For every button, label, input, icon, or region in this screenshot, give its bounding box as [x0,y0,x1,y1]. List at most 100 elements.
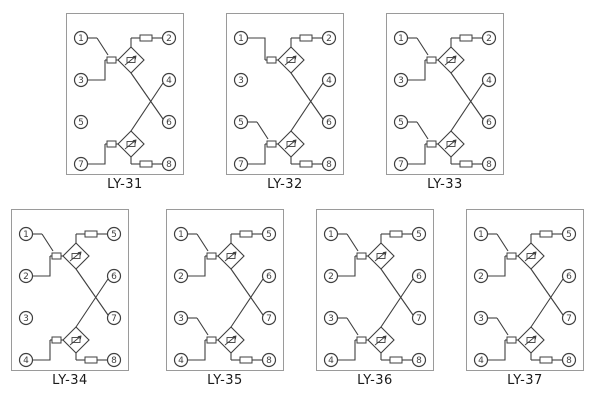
terminal: 6 [321,114,337,130]
wire [487,340,506,361]
svg-text:3: 3 [238,76,244,86]
svg-text:8: 8 [416,356,422,366]
terminal: 3 [73,72,89,88]
resistor-icon [139,160,153,168]
svg-text:5: 5 [266,230,272,240]
svg-text:7: 7 [266,314,272,324]
wire [450,82,484,132]
rectifier-bridge-icon [117,130,145,158]
resistor-icon [106,56,117,64]
svg-text:5: 5 [398,118,404,128]
resistor-icon [539,230,553,238]
wire [130,82,164,132]
terminal: 7 [106,310,122,326]
terminal: 7 [233,156,249,172]
switch-contact-icon [87,37,109,56]
switch-contact-icon [32,233,54,252]
svg-text:7: 7 [111,314,117,324]
rectifier-bridge-icon [217,242,245,270]
wire [247,37,266,60]
switch-contact-icon [487,233,509,252]
resistor-icon [389,356,403,364]
resistor-icon [426,56,437,64]
resistor-icon [506,336,517,344]
terminal: 2 [473,268,489,284]
wire [416,121,429,140]
wire [96,37,109,56]
svg-text:3: 3 [78,76,84,86]
svg-text:7: 7 [416,314,422,324]
switch-contact-icon [337,233,359,252]
terminal: 1 [473,226,489,242]
svg-text:1: 1 [398,34,404,44]
wire [337,256,356,277]
resistor-icon [389,230,403,238]
switch-contact-icon [247,121,269,140]
svg-text:2: 2 [326,34,332,44]
switch-contact-icon [487,317,509,336]
wire [230,268,264,316]
terminal: 6 [261,268,277,284]
svg-text:6: 6 [416,272,422,282]
svg-text:1: 1 [328,230,334,240]
svg-text:6: 6 [166,118,172,128]
terminal: 8 [411,352,427,368]
wire [337,340,356,361]
svg-text:7: 7 [238,160,244,170]
resistor-icon [266,140,277,148]
svg-text:8: 8 [266,356,272,366]
terminal: 1 [73,30,89,46]
svg-text:3: 3 [478,314,484,324]
svg-text:2: 2 [328,272,334,282]
diagram-border [386,13,504,175]
terminal: 1 [18,226,34,242]
terminal: 2 [481,30,497,46]
resistor-icon [51,336,62,344]
svg-text:4: 4 [328,356,334,366]
svg-text:7: 7 [398,160,404,170]
terminal: 4 [473,352,489,368]
wire [530,278,564,328]
wire [496,233,509,252]
terminal: 5 [233,114,249,130]
resistor-icon [239,230,253,238]
svg-text:2: 2 [486,34,492,44]
switch-contact-icon [187,317,209,336]
svg-text:8: 8 [566,356,572,366]
wire [87,144,106,165]
svg-text:3: 3 [328,314,334,324]
wire [530,268,564,316]
svg-text:4: 4 [486,76,492,86]
svg-text:4: 4 [23,356,29,366]
terminal: 2 [18,268,34,284]
svg-text:6: 6 [326,118,332,128]
resistor-icon [266,56,277,64]
svg-text:6: 6 [486,118,492,128]
svg-text:3: 3 [398,76,404,86]
rectifier-bridge-icon [117,46,145,74]
terminal: 7 [393,156,409,172]
svg-text:5: 5 [238,118,244,128]
diagram-border [66,13,184,175]
wire [230,278,264,328]
terminal: 4 [321,72,337,88]
diagram-label: LY-31 [107,177,143,192]
resistor-icon [506,252,517,260]
svg-text:5: 5 [566,230,572,240]
terminal: 6 [481,114,497,130]
rectifier-bridge-icon [437,46,465,74]
rectifier-bridge-icon [217,326,245,354]
terminal: 6 [106,268,122,284]
wire [496,317,509,336]
terminal: 4 [173,352,189,368]
svg-text:2: 2 [478,272,484,282]
rectifier-bridge-icon [517,242,545,270]
diagram-border [316,209,434,371]
svg-text:8: 8 [111,356,117,366]
wire [346,317,359,336]
